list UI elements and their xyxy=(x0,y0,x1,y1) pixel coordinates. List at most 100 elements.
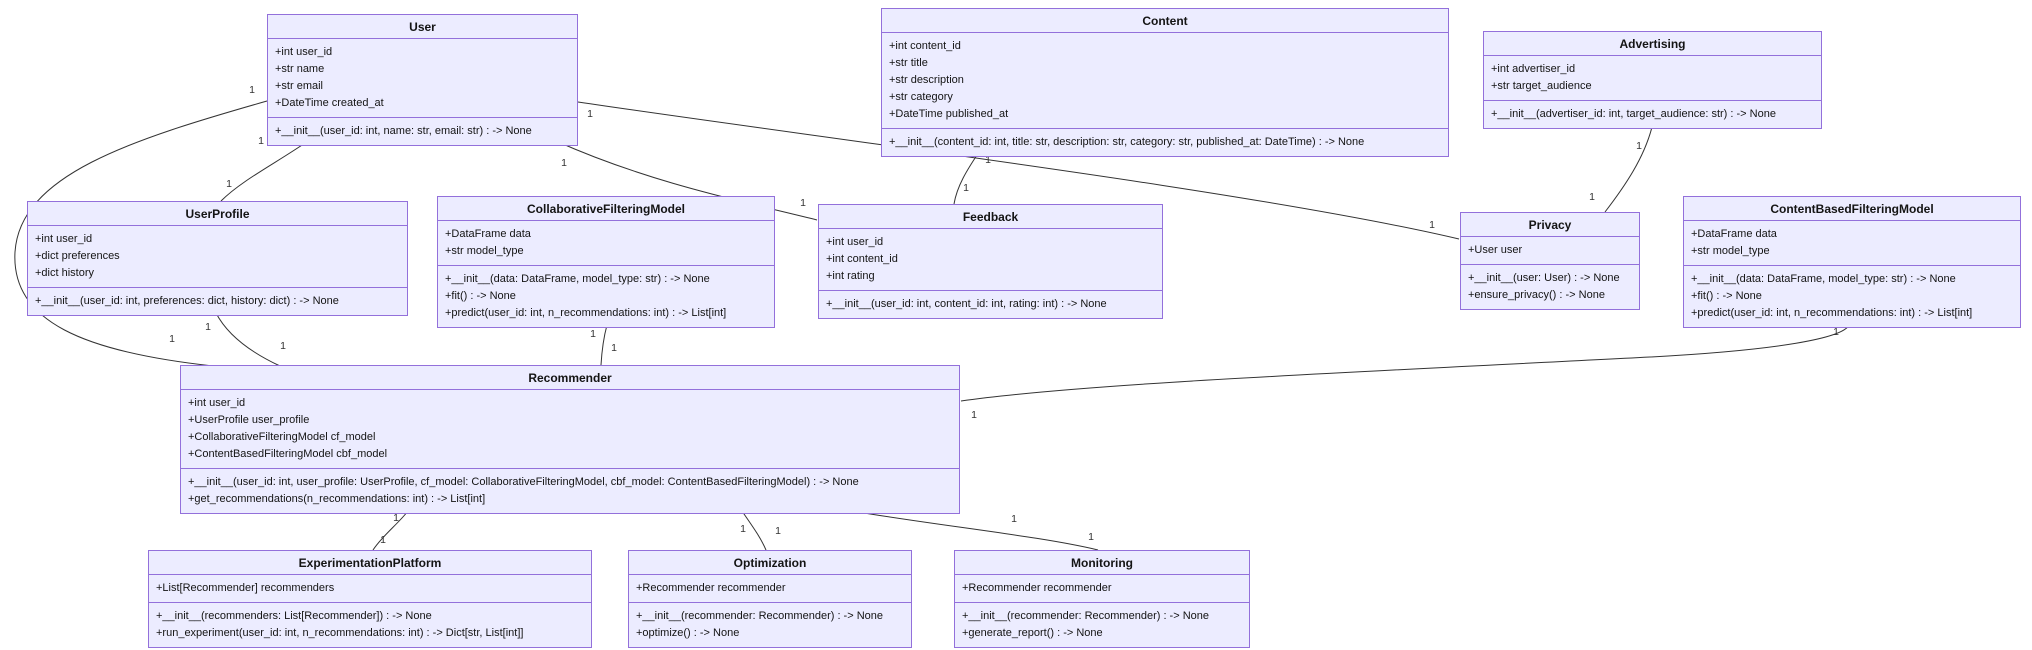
class-methods-advertising: +__init__(advertiser_id: int, target_aud… xyxy=(1484,100,1821,128)
class-attributes-userprofile: +int user_id+dict preferences+dict histo… xyxy=(28,226,407,287)
class-attribute: +UserProfile user_profile xyxy=(188,414,310,426)
class-box-advertising: Advertising +int advertiser_id +str target… xyxy=(1483,31,1822,129)
class-attribute: +DataFrame data xyxy=(445,228,531,240)
multiplicity-label: 1 xyxy=(587,108,593,120)
class-box-user: User +int user_id +str name +str email +Date… xyxy=(267,14,578,146)
class-box-privacy: Privacy+User user+__init__(user: User) :… xyxy=(1460,212,1640,310)
edge-user-userprofile xyxy=(220,140,309,202)
multiplicity-label: 1 xyxy=(280,340,286,352)
multiplicity-label: 1 xyxy=(740,523,746,535)
class-method: +get_recommendations(n_recommendations: … xyxy=(188,493,486,505)
multiplicity-label: 1 xyxy=(1088,531,1094,543)
class-methods-user: +__init__(user_id: int, name: str, email… xyxy=(268,117,577,145)
multiplicity-label: 1 xyxy=(985,154,991,166)
class-attribute: +str title xyxy=(889,57,928,69)
edge-advertising-privacy xyxy=(1604,126,1653,213)
multiplicity-label: 1 xyxy=(611,342,617,354)
class-methods-cbfm: +__init__(data: DataFrame, model_type: s… xyxy=(1684,265,2020,327)
class-attributes-cbfm: +DataFrame data +str model_type xyxy=(1684,221,2020,265)
class-attributes-user: +int user_id +str name +str email +DateTime… xyxy=(268,39,577,117)
class-box-feedback: Feedback+int user_id+int content_id+int … xyxy=(818,204,1163,319)
class-attribute: +int content_id xyxy=(826,253,898,265)
class-methods-userprofile: +__init__(user_id: int, preferences: dic… xyxy=(28,287,407,315)
multiplicity-label: 1 xyxy=(249,84,255,96)
class-attribute: +str email xyxy=(275,80,323,92)
class-attribute: +List[Recommender] recommenders xyxy=(156,582,335,594)
class-attribute: +DateTime published_at xyxy=(889,108,1009,120)
class-method: +__init__(data: DataFrame, model_type: s… xyxy=(1691,273,1956,285)
multiplicity-label: 1 xyxy=(800,197,806,209)
class-method: +__init__(user_id: int, preferences: dic… xyxy=(35,295,339,307)
class-box-optimization: Optimization+Recommender recommender+__i… xyxy=(628,550,912,648)
class-attribute: +str description xyxy=(889,74,964,86)
edge-user-privacy xyxy=(577,101,1460,240)
class-method: +ensure_privacy() : -> None xyxy=(1468,289,1605,301)
class-attribute: +Recommender recommender xyxy=(962,582,1112,594)
class-method: +__init__(data: DataFrame, model_type: s… xyxy=(445,273,710,285)
class-method: +__init__(user_id: int, name: str, email… xyxy=(275,125,532,137)
class-title-experimentation: ExperimentationPlatform xyxy=(149,551,591,575)
edge-cbfm-recommender xyxy=(960,324,1850,402)
multiplicity-label: 1 xyxy=(1833,326,1839,338)
class-attribute: +int user_id xyxy=(275,46,333,58)
class-attribute: +str model_type xyxy=(445,245,524,257)
class-attributes-cfm: +DataFrame data +str model_type xyxy=(438,221,774,265)
multiplicity-label: 1 xyxy=(1429,219,1435,231)
edge-user-feedback xyxy=(555,140,818,221)
class-method: +run_experiment(user_id: int, n_recommen… xyxy=(156,627,524,639)
class-methods-experimentation: +__init__(recommenders: List[Recommender… xyxy=(149,602,591,647)
class-method: +fit() : -> None xyxy=(445,290,516,302)
class-method: +generate_report() : -> None xyxy=(962,627,1103,639)
class-attribute: +int advertiser_id xyxy=(1491,63,1576,75)
multiplicity-label: 1 xyxy=(1011,513,1017,525)
edge-userprofile-recommender xyxy=(215,312,281,367)
class-attribute: +CollaborativeFilteringModel cf_model xyxy=(188,431,376,443)
class-method: +__init__(recommenders: List[Recommender… xyxy=(156,610,432,622)
multiplicity-label: 1 xyxy=(258,135,264,147)
class-method: +optimize() : -> None xyxy=(636,627,740,639)
class-box-userprofile: UserProfile+int user_id+dict preferences… xyxy=(27,201,408,316)
class-methods-cfm: +__init__(data: DataFrame, model_type: s… xyxy=(438,265,774,327)
class-method: +__init__(user_id: int, content_id: int,… xyxy=(826,298,1107,310)
multiplicity-label: 1 xyxy=(775,525,781,537)
class-attribute: +str name xyxy=(275,63,325,75)
class-attribute: +str model_type xyxy=(1691,245,1770,257)
class-methods-monitoring: +__init__(recommender: Recommender) : ->… xyxy=(955,602,1249,647)
class-attribute: +str target_audience xyxy=(1491,80,1592,92)
class-attribute: +DataFrame data xyxy=(1691,228,1777,240)
class-title-advertising: Advertising xyxy=(1484,32,1821,56)
class-attributes-experimentation: +List[Recommender] recommenders xyxy=(149,575,591,602)
edge-recommender-experimentation xyxy=(372,510,409,551)
class-attribute: +int user_id xyxy=(188,397,246,409)
class-title-cbfm: ContentBasedFilteringModel xyxy=(1684,197,2020,221)
multiplicity-label: 1 xyxy=(169,333,175,345)
class-method: +__init__(advertiser_id: int, target_aud… xyxy=(1491,108,1776,120)
class-methods-optimization: +__init__(recommender: Recommender) : ->… xyxy=(629,602,911,647)
class-title-feedback: Feedback xyxy=(819,205,1162,229)
edge-content-feedback xyxy=(953,151,980,205)
class-attributes-feedback: +int user_id +int content_id +int rating xyxy=(819,229,1162,290)
multiplicity-label: 1 xyxy=(393,512,399,524)
class-title-user: User xyxy=(268,15,577,39)
class-attributes-monitoring: +Recommender recommender xyxy=(955,575,1249,602)
edge-cfm-recommender xyxy=(600,324,608,366)
class-title-cfm: CollaborativeFilteringModel xyxy=(438,197,774,221)
class-attributes-privacy: +User user xyxy=(1461,237,1639,264)
class-attribute: +User user xyxy=(1468,244,1523,256)
class-methods-feedback: +__init__(user_id: int, content_id: int,… xyxy=(819,290,1162,318)
class-attribute: +DateTime created_at xyxy=(275,97,384,109)
class-attribute: +int content_id xyxy=(889,40,961,52)
class-attribute: +int rating xyxy=(826,270,875,282)
class-title-content: Content xyxy=(882,9,1448,33)
class-attribute: +int user_id xyxy=(826,236,884,248)
class-method: +__init__(content_id: int, title: str, d… xyxy=(889,136,1365,148)
class-title-recommender: Recommender xyxy=(181,366,959,390)
class-method: +__init__(recommender: Recommender) : ->… xyxy=(962,610,1210,622)
class-box-monitoring: Monitoring+Recommender recommender+__ini… xyxy=(954,550,1250,648)
class-attribute: +dict history xyxy=(35,267,94,279)
multiplicity-label: 1 xyxy=(1636,140,1642,152)
class-attribute: +Recommender recommender xyxy=(636,582,786,594)
class-method: +predict(user_id: int, n_recommendations… xyxy=(1691,307,1973,319)
multiplicity-label: 1 xyxy=(971,409,977,421)
